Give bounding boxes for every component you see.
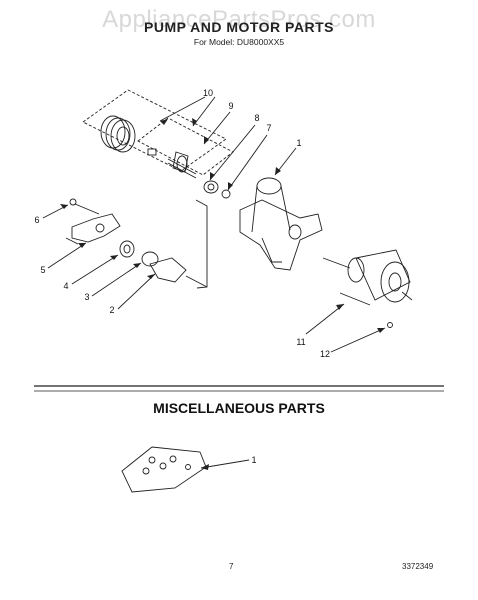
screw-6 — [69, 198, 100, 215]
callout-5: 5 — [40, 265, 45, 275]
plate-2 — [149, 257, 187, 283]
callout-4: 4 — [63, 281, 68, 291]
pump-housing — [239, 177, 323, 271]
callout-10: 10 — [203, 88, 213, 98]
model-line: For Model: DU8000XX5 — [193, 37, 285, 47]
section-title-misc: MISCELLANEOUS PARTS — [153, 400, 325, 416]
motor — [322, 249, 413, 306]
seal-4 — [119, 240, 135, 258]
callout-6: 6 — [34, 215, 39, 225]
watermark: AppliancePartsPros.com — [102, 6, 376, 33]
misc-callout-1: 1 — [251, 455, 256, 465]
callout-12: 12 — [320, 349, 330, 359]
callout-8: 8 — [254, 113, 259, 123]
group-box-10 — [82, 89, 227, 172]
callout-3: 3 — [84, 292, 89, 302]
callout-7: 7 — [266, 123, 271, 133]
callout-2: 2 — [109, 305, 114, 315]
gasket-3 — [141, 251, 159, 267]
housing-5 — [65, 213, 121, 245]
hardware-bag — [121, 446, 207, 493]
impeller — [167, 151, 197, 179]
motor-screw-12 — [387, 322, 393, 328]
page-title: PUMP AND MOTOR PARTS — [144, 19, 334, 35]
washer-8 — [203, 180, 219, 194]
document-number: 3372349 — [402, 562, 434, 571]
callout-9: 9 — [228, 101, 233, 111]
callout-11: 11 — [296, 337, 305, 347]
seal-assembly — [100, 115, 157, 156]
washer-7 — [221, 189, 231, 199]
page-number: 7 — [229, 562, 234, 571]
callout-1: 1 — [296, 138, 301, 148]
